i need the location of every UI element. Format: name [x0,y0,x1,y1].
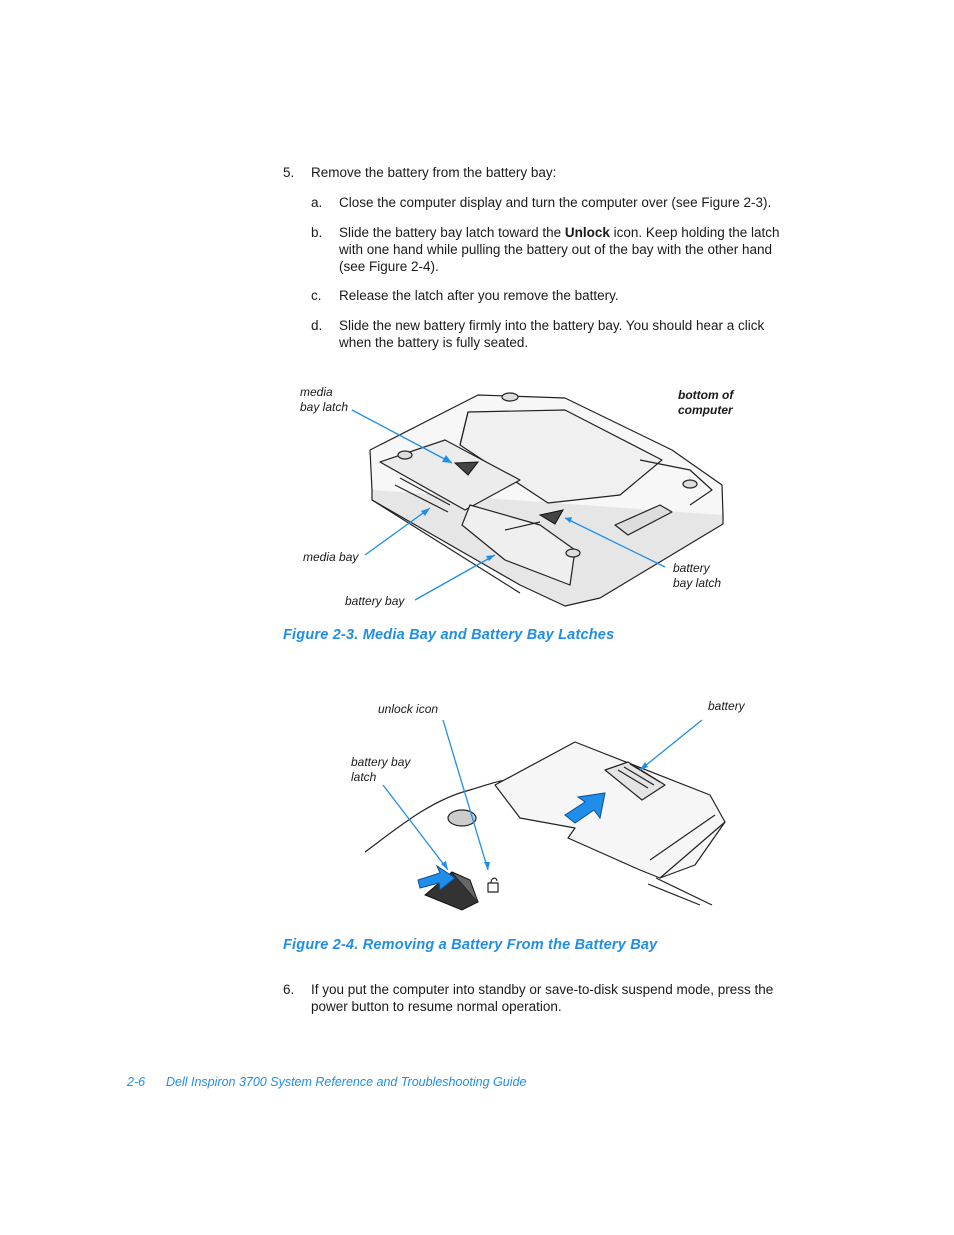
substep-text: Release the latch after you remove the b… [339,288,619,303]
label-battery-bay-latch: battery bay latch [673,561,721,591]
label-line: bay latch [300,400,349,414]
substep-d-line2: when the battery is fully seated. [339,335,529,350]
label-line: computer [678,403,733,417]
substep-b-line1: Slide the battery bay latch toward the U… [339,224,809,241]
substep-b-line2: with one hand while pulling the battery … [339,242,773,257]
label-line: battery bay [351,755,411,769]
substep-d-line1: Slide the new battery firmly into the ba… [339,318,765,333]
substep-letter: b. [311,225,323,240]
label-battery-bay-latch: battery bay latch [351,755,410,785]
label-media-bay-latch: media bay latch [300,385,348,415]
substep-b-paragraph: Slide the battery bay latch toward the U… [339,224,809,275]
unlock-keyword: Unlock [564,225,610,240]
step-number: 6. [283,982,295,997]
figure-2-4-caption: Figure 2-4. Removing a Battery From the … [283,937,658,953]
label-unlock-icon: unlock icon [378,702,439,716]
label-line: media [300,385,333,399]
substep-letter: d. [311,318,323,333]
footer-title: Dell Inspiron 3700 System Reference and … [166,1075,527,1089]
substep-d-paragraph: Slide the new battery firmly into the ba… [339,317,809,351]
substep-letter: c. [311,288,322,303]
footer-page-number: 2-6 [127,1075,146,1089]
label-bottom-of-computer: bottom of computer [678,388,733,418]
step-6-paragraph: If you put the computer into standby or … [311,981,811,1015]
label-battery-bay: battery bay [345,594,405,608]
substep-b-line3: (see Figure 2-4). [339,259,439,274]
substep-text: Close the computer display and turn the … [339,195,772,210]
figure-2-3-caption: Figure 2-3. Media Bay and Battery Bay La… [283,627,615,643]
step-6-line1: If you put the computer into standby or … [311,982,774,997]
label-line: bottom of [678,388,734,402]
step-number: 5. [283,165,295,180]
label-line: bay latch [673,576,722,590]
label-media-bay: media bay [303,550,359,564]
step-text: Remove the battery from the battery bay: [311,165,557,180]
step-6-line2: power button to resume normal operation. [311,999,562,1014]
substep-b-post: icon. Keep holding the latch [609,225,780,240]
substep-b-pre: Slide the battery bay latch toward the [339,225,565,240]
substep-letter: a. [311,195,323,210]
label-line: latch [351,770,377,784]
label-battery: battery [708,699,745,713]
label-line: battery [673,561,710,575]
